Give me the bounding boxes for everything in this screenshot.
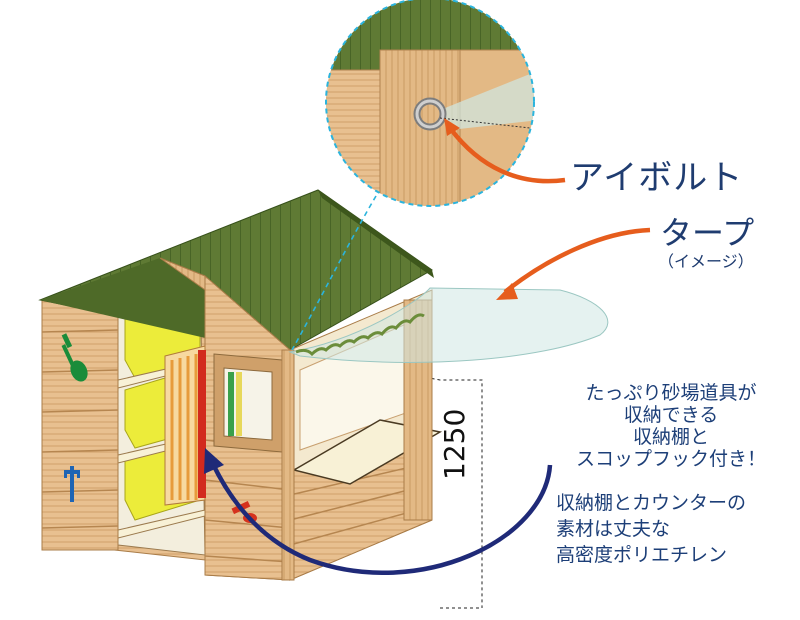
height-dimension-label: 1250: [438, 408, 471, 480]
material-line-3: 高密度ポリエチレン: [556, 544, 728, 566]
shelf-line-3: 収納棚と: [632, 426, 709, 448]
magnifier-ring: [325, 0, 535, 207]
height-dimension-lines: [289, 351, 483, 609]
doorway: [164, 345, 206, 506]
shelf-feature-text: たっぷり砂場道具が 収納できる 収納棚と スコップフック付き！: [556, 382, 786, 470]
shelf-line-1: たっぷり砂場道具が: [585, 382, 757, 404]
shelf-line-2: 収納できる: [623, 404, 719, 426]
rake-icon: [64, 466, 80, 502]
tarp-label: タープ: [660, 214, 755, 252]
material-line-1: 収納棚とカウンターの: [556, 492, 747, 514]
eyebolt-label: アイボルト: [570, 158, 744, 198]
material-line-2: 素材は丈夫な: [556, 518, 671, 540]
tarp-note-label: （イメージ）: [658, 252, 754, 271]
shelf-arrow: [204, 448, 553, 576]
magnifier-leader-line: [291, 195, 377, 351]
front-wall: [159, 257, 291, 581]
tarp: [288, 287, 609, 363]
shovel-icon: [61, 333, 88, 382]
eyebolt-icon: [413, 97, 531, 131]
eyebolt-arrow: [444, 118, 566, 184]
tarp-arrow: [496, 227, 651, 300]
shelf-line-4: スコップフック付き！: [575, 448, 766, 470]
material-feature-text: 収納棚とカウンターの 素材は丈夫な 高密度ポリエチレン: [556, 490, 746, 568]
